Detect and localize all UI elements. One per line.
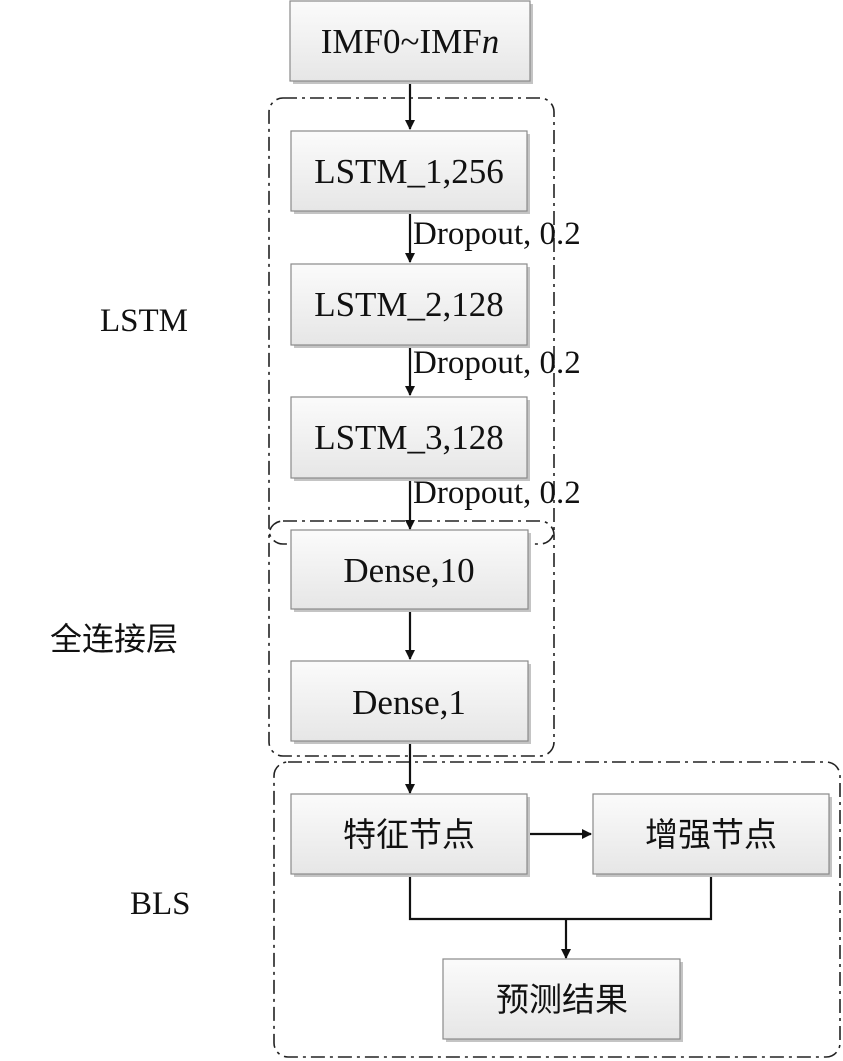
node-input: IMF0~IMFn [289,0,533,84]
node-lstm2: LSTM_2,128 [290,263,530,348]
node-dense1: Dense,10 [290,529,531,612]
node-lstm1-label: LSTM_1,256 [314,152,504,191]
edge-label-dropout-2: Dropout, 0.2 [413,345,581,381]
node-lstm3: LSTM_3,128 [290,396,530,481]
node-lstm2-label: LSTM_2,128 [314,285,504,324]
node-lstm1: LSTM_1,256 [290,130,530,214]
node-feature-label: 特征节点 [343,815,475,854]
node-dense2-label: Dense,1 [352,683,466,722]
node-enhance: 增强节点 [592,793,832,877]
node-result: 预测结果 [442,958,683,1042]
group-label-bls: BLS [130,886,191,922]
bls-group-frame [273,761,841,1058]
edge-enhance-result [566,877,713,921]
node-dense2: Dense,1 [290,660,531,744]
edge-feature-result [408,877,566,921]
edge-label-dropout-1: Dropout, 0.2 [413,216,581,252]
node-dense1-label: Dense,10 [343,551,474,590]
node-lstm3-label: LSTM_3,128 [314,418,504,457]
node-feature: 特征节点 [290,793,530,877]
node-enhance-label: 增强节点 [645,815,777,854]
group-label-fc: 全连接层 [50,620,178,658]
node-input-label: IMF0~IMFn [321,22,499,61]
node-result-label: 预测结果 [496,980,628,1019]
group-label-lstm: LSTM [100,303,188,339]
